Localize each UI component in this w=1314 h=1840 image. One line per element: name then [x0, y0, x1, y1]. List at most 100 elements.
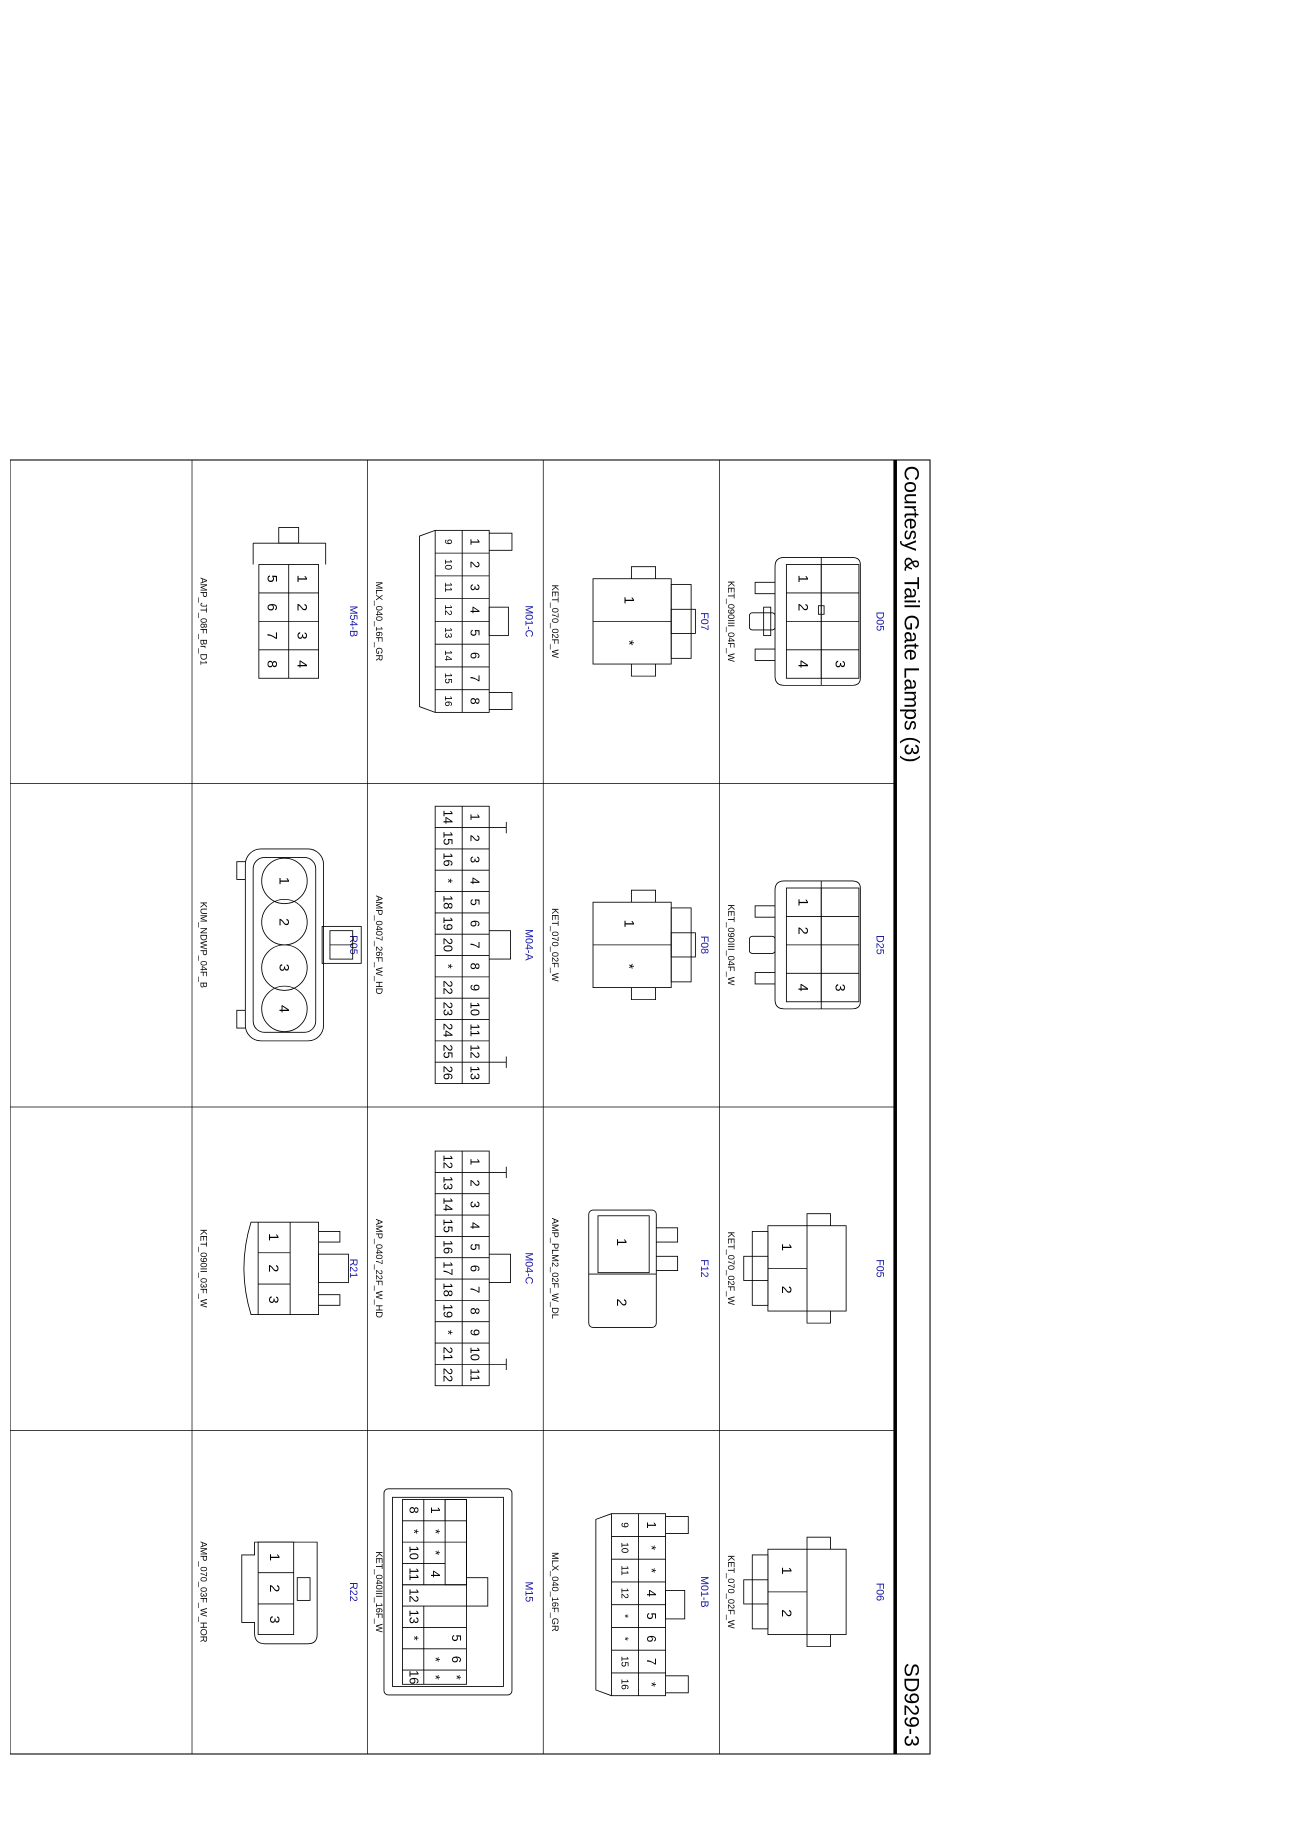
connector-id: R21 [347, 1259, 359, 1279]
connector-housing [244, 848, 324, 1042]
pin-1: 1 [778, 1243, 794, 1251]
pin-2: 2 [613, 1299, 629, 1307]
pin-3: 3 [266, 1616, 282, 1624]
pin-top: 7 [468, 675, 483, 682]
pin-top: 3 [468, 584, 483, 591]
connector-M04-A: M04-A 1 2 3 4 5 6 7 8 9 10 11 12 1 [374, 805, 534, 1084]
pin-bottom: * [618, 1614, 629, 1618]
pin-top: 2 [293, 603, 309, 611]
pin: 16 [407, 1670, 422, 1684]
pin-top: 2 [468, 561, 483, 568]
pin-bottom: 14 [442, 650, 453, 662]
connector-housing [241, 1541, 318, 1645]
pin-bottom: 15 [441, 1219, 456, 1233]
pin-top: 9 [468, 984, 483, 991]
pin-bottom: 21 [441, 1347, 456, 1361]
pin-top: 6 [468, 920, 483, 927]
connector-M15: M15 1 * * 4 8 * 10 11 12 13 * [374, 1488, 534, 1696]
pin-bottom: 12 [618, 1588, 629, 1600]
pin-dividers [435, 827, 490, 1063]
pin-bottom: * [441, 878, 456, 883]
connector-D05: D05 1 2 3 4 KET_090III_04F_W [726, 556, 886, 686]
connector-id: F12 [698, 1259, 710, 1277]
pin-2: 2 [794, 927, 810, 935]
connector-D25: D25 1 2 3 4 KET_090III_04F_W [726, 880, 886, 1010]
pin-1: 1 [613, 1238, 629, 1246]
connector-housing [243, 1221, 319, 1316]
pin: * [428, 1529, 443, 1534]
pin-top: 3 [468, 1201, 483, 1208]
pin-2: 2 [794, 603, 810, 611]
pin: 10 [407, 1546, 422, 1560]
sheet-frame [10, 459, 931, 1755]
pin-2: 2 [778, 1286, 794, 1294]
pin-4: 4 [794, 660, 810, 668]
pin-bottom: 12 [441, 1155, 456, 1169]
connector-M01-C: M01-C 1 2 3 4 5 6 7 8 9 10 11 12 13 14 1… [374, 529, 534, 713]
pin-top: 5 [468, 629, 483, 636]
pin-bottom: 13 [441, 1176, 456, 1190]
connector-id: M54-B [347, 606, 359, 637]
sheet-title: Courtesy & Tail Gate Lamps (3) [899, 466, 923, 763]
part-number: AMP_PLM2_02F_W_DL [550, 1218, 560, 1319]
connector-id: F08 [698, 936, 710, 954]
pin-top: 8 [468, 1307, 483, 1314]
pin-top: 5 [644, 1613, 659, 1620]
pin-top: 6 [468, 1265, 483, 1272]
pin-block-left [402, 1584, 467, 1685]
pin-bottom: 16 [441, 852, 456, 866]
connector-F08: F08 1 * KET_070_02F_W [550, 889, 710, 1001]
pin-bottom: 8 [263, 660, 279, 668]
pin-bottom: 13 [442, 627, 453, 639]
pin-bottom: 10 [618, 1542, 629, 1554]
pin-top: 1 [468, 813, 483, 820]
part-number: MLX_040_16F_GR [550, 1552, 560, 1632]
pin-top: 8 [468, 697, 483, 704]
part-number: KET_090III_04F_W [726, 904, 736, 985]
connector-M54-B: M54-B 1 2 3 4 5 6 7 8 AMP_JT_08F_Br_D1 [199, 527, 359, 679]
pin-top: 8 [468, 963, 483, 970]
pin-4: 4 [794, 984, 810, 992]
pin-bottom: 17 [441, 1261, 456, 1275]
pin-bottom: 16 [618, 1679, 629, 1691]
pin: * [428, 1657, 443, 1662]
pin-bottom: 24 [441, 1023, 456, 1037]
pin-2: 2 [266, 1584, 282, 1592]
part-number: KUM_NDWP_04F_B [199, 902, 209, 988]
pin: 11 [407, 1567, 422, 1580]
pin-top: 1 [644, 1521, 659, 1528]
pin-top: 4 [468, 1222, 483, 1229]
pin-bottom: 19 [441, 916, 456, 930]
pin-top: 11 [468, 1368, 483, 1381]
connector-id: M04-C [522, 1252, 534, 1284]
part-number: AMP_070_03F_W_HOR [199, 1541, 209, 1642]
pin-top: 10 [468, 1347, 483, 1361]
connector-id: R22 [347, 1582, 359, 1602]
pin-3: 3 [831, 660, 847, 668]
pin-bottom: 12 [442, 604, 453, 616]
pin-bottom: 18 [441, 1283, 456, 1297]
pin-bottom: 7 [263, 632, 279, 640]
pin-mark: * [620, 963, 636, 969]
pin-top: * [644, 1545, 659, 1550]
connector-housing [588, 1209, 657, 1328]
pin-top: 1 [293, 575, 309, 583]
part-number: AMP_JT_08F_Br_D1 [199, 578, 209, 666]
pin-top: 3 [293, 632, 309, 640]
pin-top: 4 [293, 660, 309, 668]
pin-bottom: 26 [441, 1066, 456, 1080]
pin-top: 11 [468, 1024, 483, 1037]
pin-1: 1 [266, 1553, 282, 1561]
connector-housing [383, 1488, 513, 1696]
part-number: KET_090II_03F_W [199, 1229, 209, 1308]
pin-bottom: 16 [441, 1240, 456, 1254]
connector-id: M01-C [522, 605, 534, 637]
pin: * [428, 1675, 443, 1680]
pin-top: 6 [644, 1635, 659, 1642]
connector-id: F05 [874, 1259, 886, 1277]
connector-M04-C: M04-C 1 2 3 4 5 6 7 8 9 10 11 12 13 14 1 [374, 1150, 534, 1387]
pin-bottom: 20 [441, 938, 456, 952]
part-number: AMP_0407_22F_W_HD [374, 1219, 384, 1318]
pin-mark: * [620, 640, 636, 646]
pin-bottom: 9 [442, 539, 453, 545]
